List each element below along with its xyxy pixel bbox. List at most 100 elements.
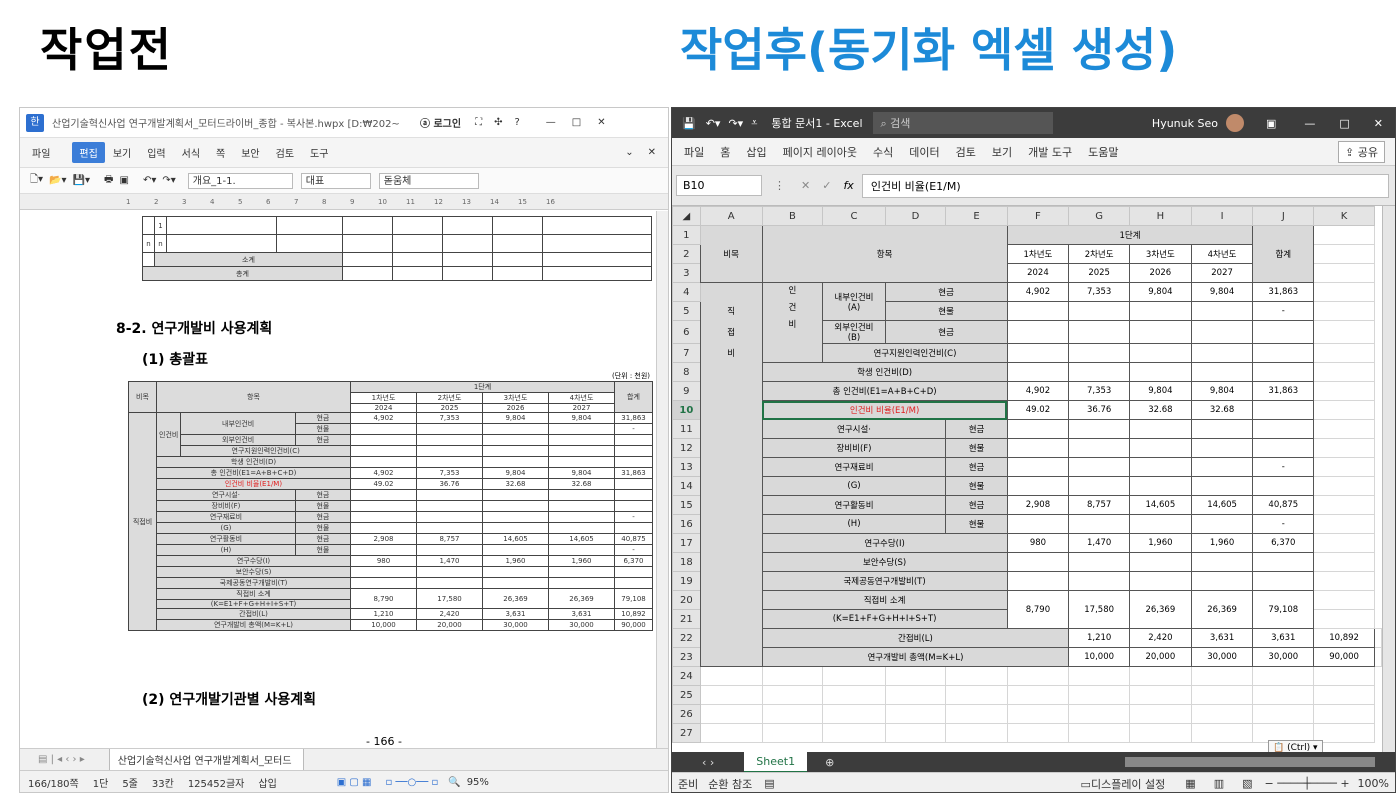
cell[interactable] — [1068, 457, 1131, 477]
cell[interactable]: 비목 — [699, 225, 763, 283]
cell[interactable] — [1252, 476, 1315, 496]
cell[interactable]: 1,210 — [1068, 628, 1131, 648]
cell[interactable]: - — [1252, 301, 1315, 321]
cell[interactable]: (K=E1+F+G+H+I+S+T) — [761, 609, 1008, 629]
cell[interactable]: 10,000 — [1068, 647, 1131, 667]
excel-sheet-table[interactable]: ◢ A B C D E F G H I J K 1 비목 항목 1단계 합계 2… — [672, 206, 1382, 743]
cell[interactable] — [1313, 552, 1375, 572]
row-header[interactable]: 13 — [672, 457, 701, 477]
cell[interactable] — [1313, 457, 1375, 477]
cell[interactable]: 연구지원인력인건비(C) — [822, 343, 1008, 363]
cell[interactable] — [1313, 320, 1375, 344]
cell[interactable] — [1374, 628, 1382, 648]
cell[interactable] — [1313, 419, 1375, 439]
tab-nav-icon[interactable]: ▤ | ◂ ‹ › ▸ — [38, 754, 85, 765]
menu-page[interactable]: 쪽 — [216, 149, 226, 160]
select-all-corner[interactable]: ◢ — [672, 206, 701, 226]
cell[interactable]: 2,420 — [1129, 628, 1192, 648]
new-doc-icon[interactable]: 🗋▾ — [30, 174, 44, 185]
cell[interactable]: 8,790 — [1006, 590, 1070, 629]
cell[interactable]: 36.76 — [1068, 400, 1131, 420]
cell[interactable] — [1129, 419, 1192, 439]
cell[interactable] — [1068, 362, 1131, 382]
cell[interactable]: 1차년도 — [1006, 244, 1070, 264]
cell[interactable]: 17,580 — [1068, 590, 1131, 629]
open-icon[interactable]: 📂▾ — [49, 175, 67, 186]
cell[interactable] — [1252, 438, 1315, 458]
cell[interactable] — [1068, 343, 1131, 363]
cell[interactable]: 3차년도 — [1129, 244, 1192, 264]
cell[interactable] — [1006, 571, 1070, 591]
minimize-button[interactable]: — — [1304, 116, 1316, 130]
column-header[interactable]: G — [1068, 206, 1131, 226]
cell[interactable]: 직접비 소계 — [761, 590, 1008, 610]
cell[interactable] — [1313, 400, 1375, 420]
view-layout-icon[interactable]: ▥ — [1213, 777, 1225, 790]
column-header[interactable]: C — [822, 206, 886, 226]
cell[interactable]: 내부인건비(A) — [822, 282, 886, 321]
display-settings-button[interactable]: ▭디스플레이 설정 — [1081, 776, 1166, 792]
cell[interactable] — [1068, 571, 1131, 591]
row-header[interactable]: 22 — [672, 628, 701, 648]
cell[interactable] — [1374, 647, 1382, 667]
text-style-select[interactable]: 대표 — [300, 172, 371, 189]
save-icon[interactable]: 💾▾ — [72, 175, 91, 186]
cell[interactable] — [1129, 320, 1192, 344]
search-box[interactable]: ⌕ 검색 — [872, 112, 1053, 134]
tab-page-layout[interactable]: 페이지 레이아웃 — [782, 145, 857, 159]
cell[interactable] — [1313, 495, 1375, 515]
print-icon[interactable]: 🖶 — [104, 174, 114, 185]
column-header[interactable]: K — [1313, 206, 1375, 226]
close-doc-icon[interactable]: ✕ — [647, 147, 656, 158]
cell[interactable] — [1252, 343, 1315, 363]
row-header[interactable]: 23 — [672, 647, 701, 667]
view-normal-icon[interactable]: ▦ — [1185, 777, 1196, 790]
cell[interactable]: 현물 — [945, 514, 1008, 534]
tab-review[interactable]: 검토 — [955, 145, 976, 159]
cell[interactable]: 3,631 — [1190, 628, 1254, 648]
cell[interactable]: 9,804 — [1190, 282, 1254, 302]
cell[interactable]: (H) — [761, 514, 947, 534]
cell[interactable] — [1313, 533, 1375, 553]
cell[interactable] — [1313, 609, 1375, 629]
fullscreen-icon[interactable]: ⛶ — [475, 117, 483, 128]
cell[interactable] — [1313, 263, 1375, 283]
redo-icon[interactable]: ↷▾ — [162, 175, 176, 186]
cell[interactable]: 2025 — [1068, 263, 1131, 283]
tab-view[interactable]: 보기 — [991, 145, 1013, 159]
cell[interactable]: 현금 — [945, 419, 1008, 439]
share-button[interactable]: ⇪ 공유 — [1338, 140, 1385, 163]
cell[interactable]: 연구개발비 총액(M=K+L) — [761, 647, 1070, 667]
row-header[interactable]: 25 — [672, 685, 701, 705]
row-header[interactable]: 8 — [672, 362, 701, 382]
tab-data[interactable]: 데이터 — [909, 145, 940, 159]
cell[interactable] — [1006, 343, 1070, 363]
cell[interactable]: 외부인건비(B) — [822, 320, 886, 344]
help-icon[interactable]: ? — [514, 117, 520, 128]
cell[interactable]: 30,000 — [1252, 647, 1315, 667]
row-header[interactable]: 18 — [672, 552, 701, 572]
cell[interactable] — [1190, 476, 1254, 496]
cell[interactable] — [1068, 419, 1131, 439]
cell[interactable]: 총 인건비(E1=A+B+C+D) — [761, 381, 1008, 401]
cell[interactable]: 40,875 — [1252, 495, 1315, 515]
cell[interactable] — [1068, 476, 1131, 496]
cell[interactable]: 31,863 — [1252, 282, 1315, 302]
row-header[interactable]: 27 — [672, 723, 701, 743]
cell[interactable] — [1313, 301, 1375, 321]
cell[interactable]: 4,902 — [1006, 282, 1070, 302]
cell[interactable] — [1129, 343, 1192, 363]
redo-icon[interactable]: ↷▾ — [728, 116, 744, 130]
ribbon-display-icon[interactable]: ▣ — [1265, 116, 1277, 130]
cell[interactable] — [1313, 362, 1375, 382]
tab-formulas[interactable]: 수식 — [872, 145, 894, 159]
cell[interactable] — [1190, 362, 1254, 382]
cell[interactable]: 31,863 — [1252, 381, 1315, 401]
selected-cell[interactable]: 인건비 비율(E1/M) — [761, 400, 1008, 420]
cell[interactable] — [1252, 571, 1315, 591]
avatar[interactable] — [1225, 114, 1244, 132]
cell[interactable] — [1190, 571, 1254, 591]
view-mode-icon[interactable]: ▣ ▢ ▦ — [336, 777, 372, 788]
